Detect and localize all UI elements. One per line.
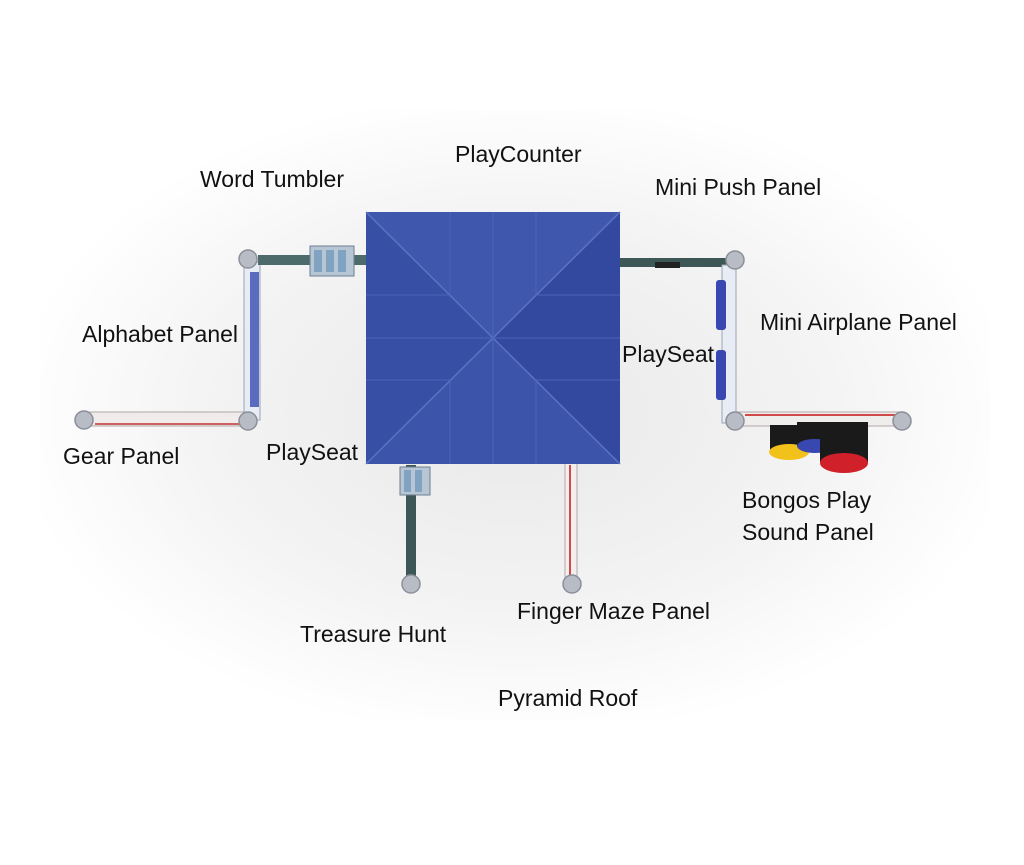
label-bongos-line2: Sound Panel xyxy=(742,519,874,545)
label-bongos-line1: Bongos Play xyxy=(742,487,872,513)
label-mini-push-panel: Mini Push Panel xyxy=(655,174,822,200)
finger-maze-panel xyxy=(564,461,578,581)
label-gear-panel: Gear Panel xyxy=(63,443,180,469)
support-posts xyxy=(74,249,912,594)
label-treasure-hunt: Treasure Hunt xyxy=(300,621,447,647)
label-playcounter: PlayCounter xyxy=(455,141,582,167)
label-playseat-right: PlaySeat xyxy=(622,341,715,367)
label-alphabet-panel: Alphabet Panel xyxy=(82,321,239,347)
label-word-tumbler: Word Tumbler xyxy=(200,166,345,192)
word-tumbler xyxy=(258,245,368,277)
label-mini-airplane-panel: Mini Airplane Panel xyxy=(760,309,957,335)
bongos-drums xyxy=(769,422,868,473)
treasure-hunt xyxy=(399,465,431,580)
pyramid-roof xyxy=(365,211,621,465)
label-pyramid-roof: Pyramid Roof xyxy=(498,685,638,711)
label-playseat-left: PlaySeat xyxy=(266,439,359,465)
label-finger-maze-panel: Finger Maze Panel xyxy=(517,598,711,624)
gear-panel xyxy=(85,411,247,427)
alphabet-panel xyxy=(243,261,261,421)
mini-airplane-panel xyxy=(716,264,737,424)
mini-push-panel xyxy=(619,258,734,268)
